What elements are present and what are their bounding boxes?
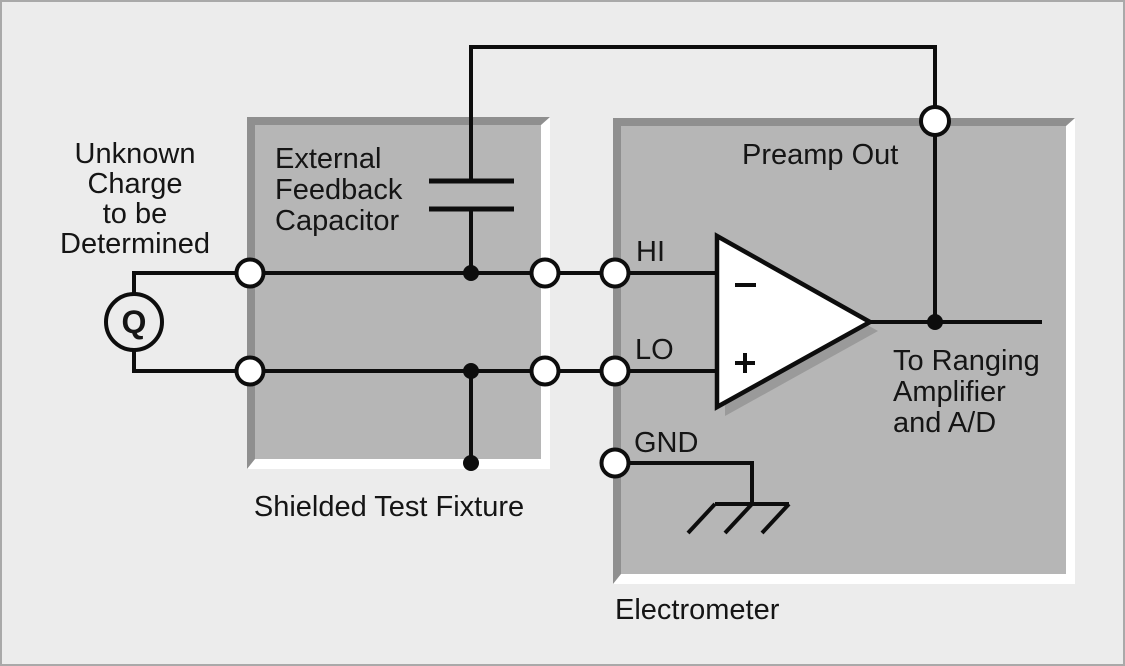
to-ranging-amplifier-label: To Ranging Amplifier and A/D bbox=[893, 345, 1040, 439]
terminal-node-icon bbox=[234, 257, 266, 289]
capacitor-icon bbox=[429, 178, 514, 273]
ground-icon bbox=[628, 461, 791, 535]
shielded-test-fixture-label: Shielded Test Fixture bbox=[253, 491, 525, 523]
hi-terminal-label: HI bbox=[636, 236, 665, 268]
charge-source-top-lead bbox=[132, 271, 238, 295]
gnd-terminal-label: GND bbox=[634, 427, 699, 459]
terminal-node-icon bbox=[529, 355, 561, 387]
junction-dot-icon bbox=[463, 455, 479, 471]
unknown-charge-label: Unknown Charge to be Determined bbox=[60, 138, 210, 260]
terminal-node-icon bbox=[599, 355, 631, 387]
gnd-hatch-1 bbox=[760, 502, 791, 535]
preamp-out-terminal-icon bbox=[919, 105, 951, 137]
terminal-node-icon bbox=[599, 447, 631, 479]
electrometer-label: Electrometer bbox=[615, 594, 780, 626]
junction-dot-icon bbox=[463, 265, 479, 281]
gnd-hatch-2 bbox=[723, 502, 754, 535]
preamp-out-label: Preamp Out bbox=[742, 139, 899, 171]
gnd-hatch-3 bbox=[686, 502, 717, 535]
shielded-test-fixture-box bbox=[247, 117, 550, 469]
feedback-wire bbox=[469, 45, 937, 181]
charge-source-icon bbox=[104, 292, 164, 352]
opamp-body bbox=[714, 232, 875, 411]
lo-terminal-label: LO bbox=[635, 334, 674, 366]
terminal-node-icon bbox=[599, 257, 631, 289]
terminal-node-icon bbox=[529, 257, 561, 289]
electrometer-box bbox=[613, 118, 1075, 584]
external-feedback-capacitor-label: External Feedback Capacitor bbox=[275, 143, 403, 237]
charge-source-label: Q bbox=[121, 304, 147, 340]
opamp-icon bbox=[714, 232, 878, 416]
terminal-node-icon bbox=[234, 355, 266, 387]
charge-source-bottom-lead bbox=[132, 349, 238, 373]
junction-dot-icon bbox=[927, 314, 943, 330]
junction-dot-icon bbox=[463, 363, 479, 379]
gnd-wire bbox=[628, 461, 754, 504]
